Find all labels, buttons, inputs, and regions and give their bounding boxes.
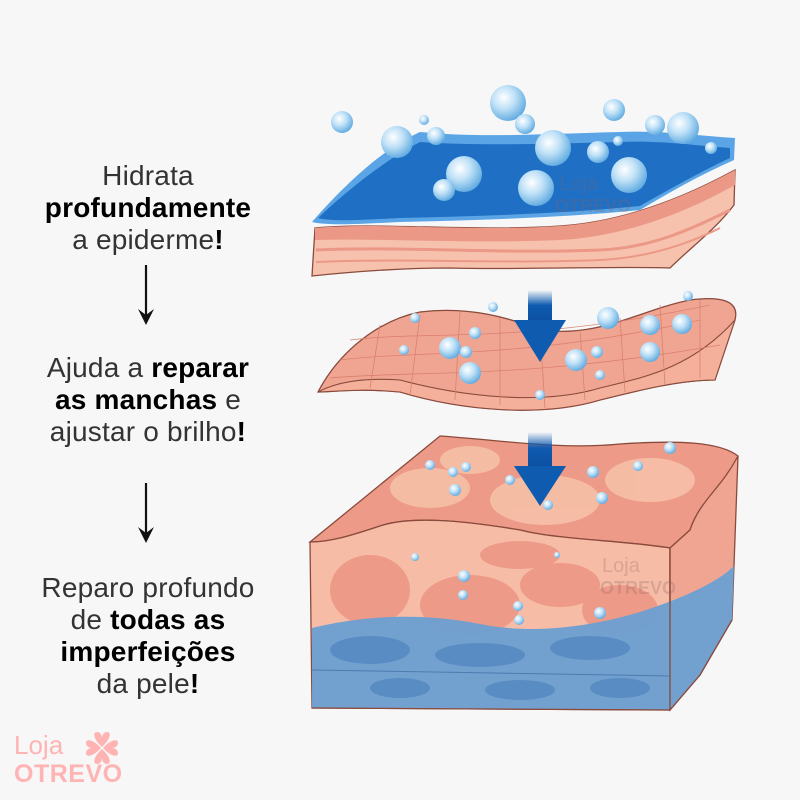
step-3-exclamation: ! — [189, 668, 200, 699]
brand-logo: Loja OTREVO — [14, 730, 154, 790]
svg-text:Loja: Loja — [602, 555, 641, 577]
step-2-line-2-text: e — [217, 384, 242, 415]
arrow-down-icon — [138, 265, 154, 325]
svg-text:Loja: Loja — [560, 173, 599, 195]
step-3-line-3: imperfeições — [60, 636, 236, 667]
arrow-down-icon — [138, 483, 154, 543]
step-2-line-1-bold: reparar — [151, 352, 250, 383]
step-2-line-2: as manchas e — [0, 384, 296, 416]
step-2-exclamation: ! — [236, 416, 247, 447]
step-3-line-4-text: da pele — [96, 668, 190, 699]
watermark: Loja OTREVO Loja OTREVO — [555, 173, 676, 598]
step-2-text: Ajuda a reparar as manchas e ajustar o b… — [0, 352, 296, 448]
step-1-line-3-text: a epiderme — [72, 224, 215, 255]
step-3-line-2-bold: todas as — [110, 604, 226, 635]
svg-text:OTREVO: OTREVO — [600, 578, 676, 598]
water-bubbles — [331, 85, 717, 625]
step-2-line-3-text: ajustar o brilho — [49, 416, 237, 447]
step-3-line-2-text: de — [70, 604, 111, 635]
step-3-line-4: da pele! — [0, 668, 296, 700]
step-2-line-3: ajustar o brilho! — [0, 416, 296, 448]
clover-icon — [86, 732, 118, 764]
logo-line-1: Loja — [14, 730, 64, 760]
step-2-line-1-text: Ajuda a — [46, 352, 152, 383]
svg-text:OTREVO: OTREVO — [555, 196, 631, 216]
step-1-text: Hidrata profundamente a epiderme! — [0, 160, 296, 256]
middle-skin-layer — [316, 297, 737, 411]
step-1-exclamation: ! — [214, 224, 224, 255]
step-3-line-2: de todas as — [0, 604, 296, 636]
arrow-down-icon — [514, 432, 566, 506]
step-1-line-1: Hidrata — [102, 160, 194, 191]
bottom-skin-block — [308, 435, 739, 712]
logo-line-2: OTREVO — [14, 760, 123, 788]
step-1-line-2: profundamente — [44, 192, 252, 223]
step-3-text: Reparo profundo de todas as imperfeições… — [0, 572, 296, 700]
step-2-line-1: Ajuda a reparar — [0, 352, 296, 384]
step-2-line-2-bold: as manchas — [54, 384, 218, 415]
step-1-line-3: a epiderme! — [0, 224, 296, 256]
arrow-down-icon — [514, 290, 566, 362]
step-3-line-1: Reparo profundo — [41, 572, 255, 603]
top-skin-layer — [311, 168, 736, 277]
skin-layers-illustration: Loja OTREVO Loja OTREVO — [308, 85, 739, 712]
